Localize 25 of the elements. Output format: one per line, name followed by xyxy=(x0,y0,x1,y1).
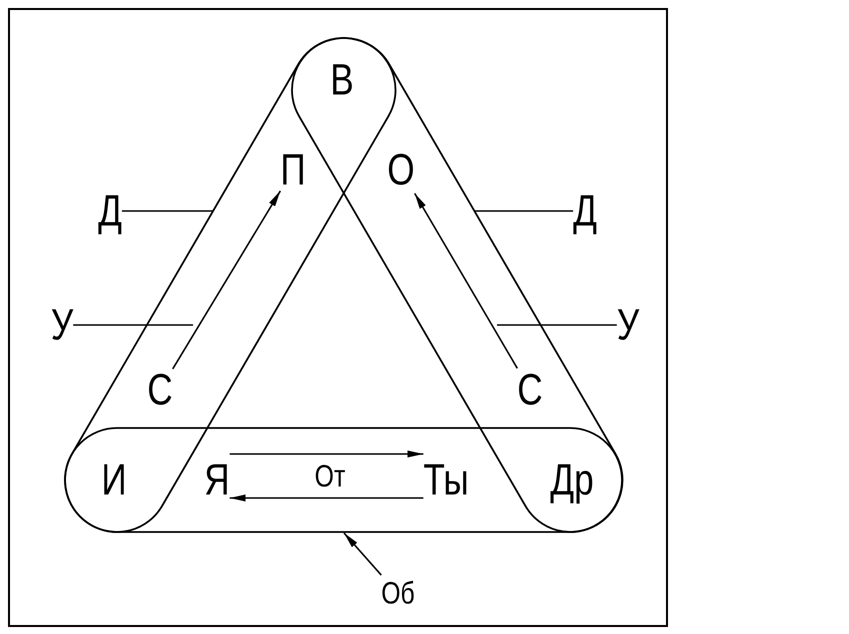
callout-label: У xyxy=(50,298,74,352)
leader-line xyxy=(122,210,213,212)
arrow xyxy=(230,494,424,502)
arrow xyxy=(414,192,518,369)
callout-label: У xyxy=(616,298,640,352)
rounded-band xyxy=(64,427,623,533)
vertex-label: Др xyxy=(550,454,594,506)
arrow-label: От xyxy=(314,458,346,496)
letter-label: С xyxy=(147,362,173,418)
callout-label: Д xyxy=(573,184,597,238)
callout-label: Д xyxy=(98,184,122,238)
vertex-label: И xyxy=(101,454,127,506)
vertex-label: В xyxy=(330,54,354,106)
letter-label: Я xyxy=(204,452,230,508)
leader-line xyxy=(497,324,617,326)
letter-label: С xyxy=(517,362,543,418)
leader-line xyxy=(73,324,193,326)
letter-label: П xyxy=(280,142,306,198)
letter-label: О xyxy=(387,142,415,198)
leader-line xyxy=(474,210,574,212)
letter-label: Ты xyxy=(423,452,469,508)
callout-label: Об xyxy=(381,574,415,614)
arrow xyxy=(230,450,424,458)
leader-arrow xyxy=(343,532,382,576)
arrow xyxy=(172,190,282,370)
